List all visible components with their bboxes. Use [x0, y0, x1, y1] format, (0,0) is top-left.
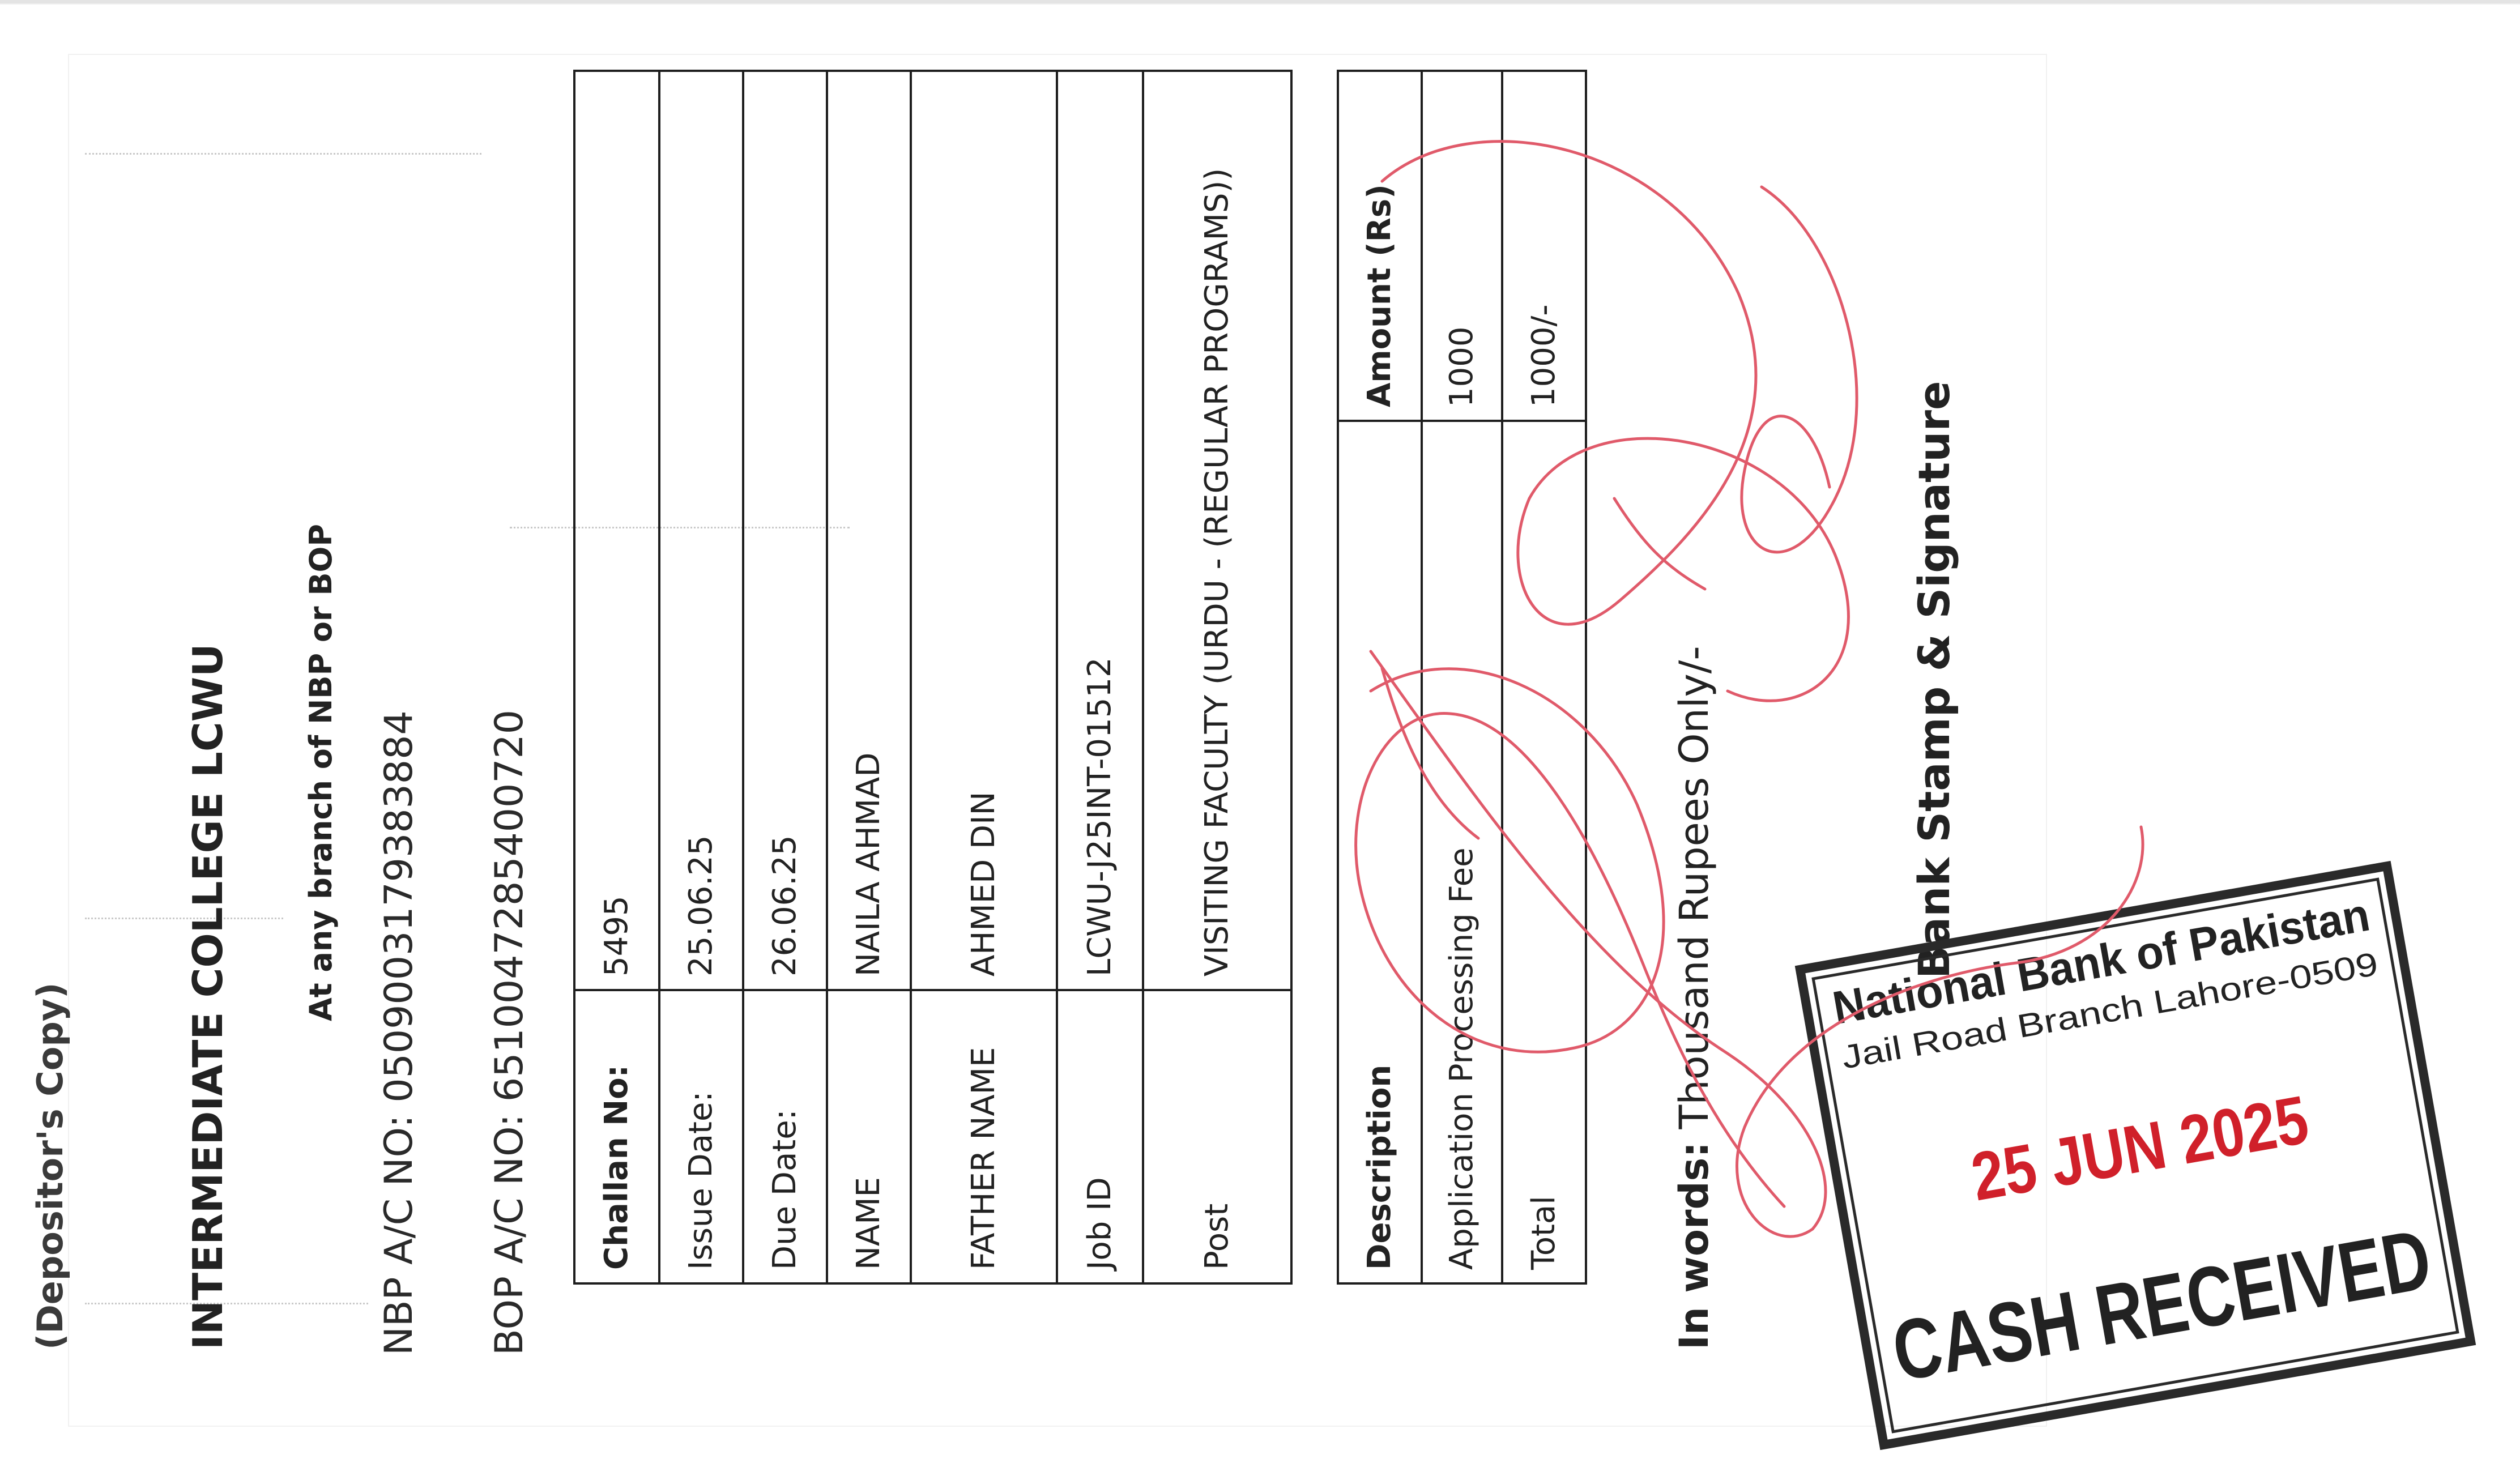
bank-stamp-signature-label: Bank Stamp & Signature	[1909, 381, 1959, 979]
branch-note: At any branch of NBP or BOP	[303, 523, 339, 1021]
college-title: INTERMEDIATE COLLEGE LCWU	[184, 643, 232, 1350]
post-label: Post	[1143, 990, 1291, 1283]
fee-amount: 1000	[1422, 71, 1502, 421]
scan-dots	[85, 1303, 368, 1308]
name-label: NAME	[827, 990, 911, 1283]
due-date-value: 26.06.25	[743, 71, 827, 990]
description-header: Description	[1338, 421, 1422, 1283]
total-label: Total	[1502, 421, 1586, 1283]
issue-date-value: 25.06.25	[659, 71, 743, 990]
copy-label: (Depositor's Copy)	[29, 982, 71, 1350]
post-value: VISITING FACULTY (URDU - (REGULAR PROGRA…	[1143, 71, 1291, 990]
in-words-text: Thousand Rupees Only/-	[1671, 646, 1717, 1129]
table-row: Issue Date: 25.06.25	[659, 71, 743, 1283]
total-amount: 1000/-	[1502, 71, 1586, 421]
stamp-date: 25 JUN 2025	[1966, 1081, 2314, 1215]
scan-dots	[510, 527, 850, 532]
scan-dots	[85, 918, 283, 923]
due-date-label: Due Date:	[743, 990, 827, 1283]
top-rule	[0, 0, 2520, 3]
challan-no-value: 5495	[574, 71, 659, 990]
table-row: Job ID LCWU-J25INT-01512	[1057, 71, 1143, 1283]
bank-stamp: National Bank of Pakistan Jail Road Bran…	[1794, 860, 2476, 1451]
issue-date-label: Issue Date:	[659, 990, 743, 1283]
fee-description: Application Processing Fee	[1422, 421, 1502, 1283]
nbp-account-number: NBP A/C NO: 0509003179383884	[377, 710, 421, 1355]
father-name-value: AHMED DIN	[911, 71, 1057, 990]
table-row: Total 1000/-	[1502, 71, 1586, 1283]
challan-info-table: Challan No: 5495 Issue Date: 25.06.25 Du…	[573, 70, 1293, 1285]
name-value: NAILA AHMAD	[827, 71, 911, 990]
job-id-value: LCWU-J25INT-01512	[1057, 71, 1143, 990]
challan-no-label: Challan No:	[574, 990, 659, 1283]
fee-table: Description Amount (Rs) Application Proc…	[1337, 70, 1587, 1285]
amount-in-words: In words: Thousand Rupees Only/-	[1671, 646, 1717, 1350]
in-words-label: In words:	[1671, 1141, 1717, 1350]
table-row: FATHER NAME AHMED DIN	[911, 71, 1057, 1283]
table-row: Application Processing Fee 1000	[1422, 71, 1502, 1283]
father-name-label: FATHER NAME	[911, 990, 1057, 1283]
table-row: Challan No: 5495	[574, 71, 659, 1283]
table-row: Due Date: 26.06.25	[743, 71, 827, 1283]
bop-account-number: BOP A/C NO: 6510047285400720	[487, 709, 532, 1355]
table-row: Description Amount (Rs)	[1338, 71, 1422, 1283]
scan-dots	[85, 153, 481, 158]
amount-header: Amount (Rs)	[1338, 71, 1422, 421]
top-rule-faint	[0, 3, 2520, 5]
table-row: Post VISITING FACULTY (URDU - (REGULAR P…	[1143, 71, 1291, 1283]
job-id-label: Job ID	[1057, 990, 1143, 1283]
table-row: NAME NAILA AHMAD	[827, 71, 911, 1283]
